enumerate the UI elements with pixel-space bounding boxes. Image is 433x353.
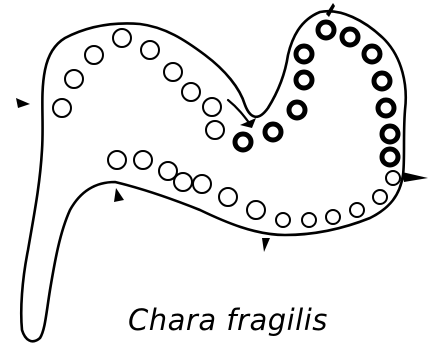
cell — [174, 173, 192, 191]
thick-cell — [378, 100, 394, 116]
cell — [247, 201, 265, 219]
thick-cell — [382, 126, 398, 142]
cell — [113, 29, 131, 47]
spine-lower-left — [114, 188, 124, 202]
spine-right — [402, 172, 428, 182]
inner-fold — [228, 100, 250, 124]
cell — [182, 83, 200, 101]
thick-cell — [318, 22, 334, 38]
open-cells — [53, 29, 400, 227]
thick-cell — [342, 29, 358, 45]
thick-cells — [235, 22, 398, 165]
cell — [141, 41, 159, 59]
cell — [108, 151, 126, 169]
cell — [350, 203, 364, 217]
thick-cell — [235, 134, 251, 150]
thick-cell — [296, 46, 312, 62]
spine-middle — [240, 118, 256, 128]
cell — [203, 98, 221, 116]
cell — [53, 99, 71, 117]
thick-cell — [382, 149, 398, 165]
cell — [219, 188, 237, 206]
thick-cell — [265, 124, 281, 140]
thick-cell — [364, 46, 380, 62]
cell — [373, 190, 387, 204]
cell — [85, 46, 103, 64]
spine-bottom — [262, 238, 270, 252]
cell — [326, 210, 340, 224]
cell — [386, 171, 400, 185]
cell — [164, 63, 182, 81]
cell — [65, 70, 83, 88]
cell — [206, 121, 224, 139]
spine-left — [16, 98, 30, 108]
species-caption: Chara fragilis — [128, 303, 328, 337]
cell — [134, 151, 152, 169]
thick-cell — [296, 72, 312, 88]
body-outline — [21, 11, 405, 341]
cell — [302, 213, 316, 227]
cell — [276, 213, 290, 227]
thick-cell — [374, 73, 390, 89]
thick-cell — [289, 102, 305, 118]
cell — [193, 175, 211, 193]
